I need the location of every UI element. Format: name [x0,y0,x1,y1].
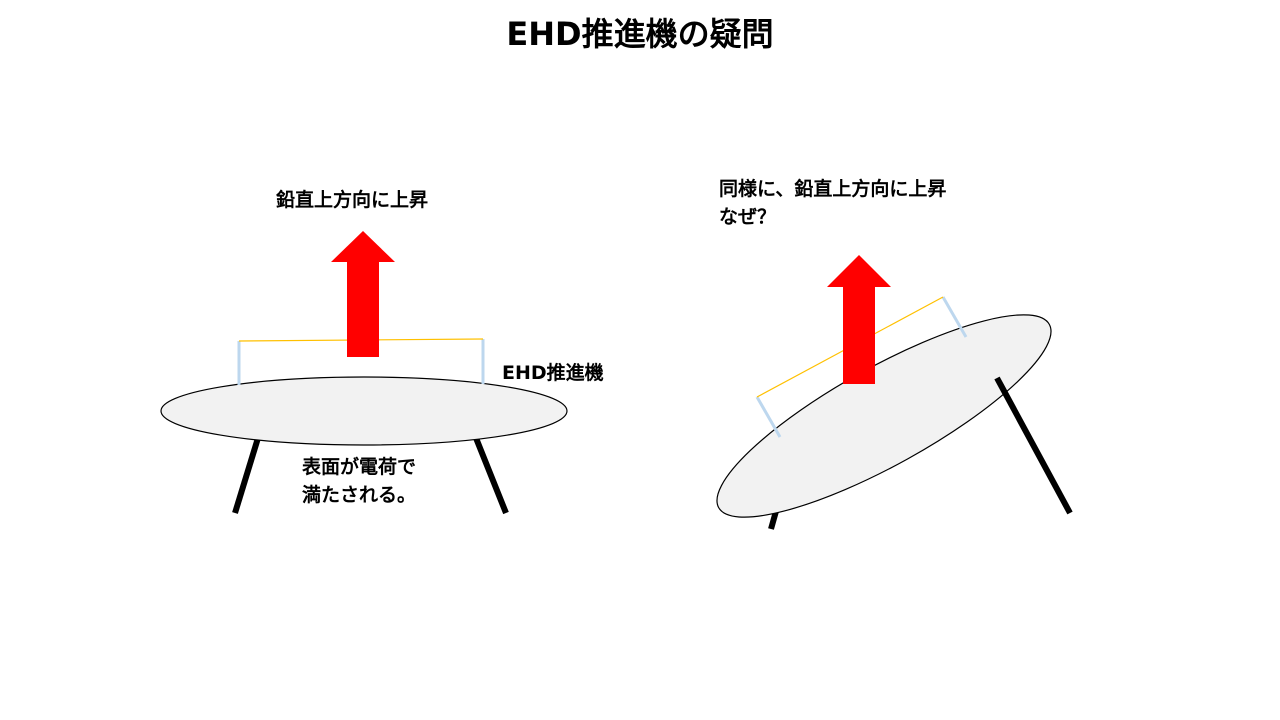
right-leg-right [994,376,1073,515]
right-question-line1: 同様に、鉛直上方向に上昇 [719,178,947,200]
device-label: EHD推進機 [502,362,604,384]
left-leg-front-right [473,436,509,515]
right-electrode-post-left [755,396,782,438]
right-lift-arrow [827,255,891,384]
left-figure [160,231,568,515]
right-question-label: 同様に、鉛直上方向に上昇 なぜ？ [719,175,946,231]
slide-title: EHD推進機の疑問 [506,15,774,53]
right-figure [716,255,1073,530]
left-disc [160,376,568,446]
left-leg-front-left [232,437,261,514]
right-question-line2: なぜ？ [719,206,777,228]
left-lift-arrow [331,231,395,357]
charge-label-line1: 表面が電荷で [302,456,417,478]
charge-label-line2: 満たされる。 [302,484,417,506]
charge-label: 表面が電荷で 満たされる。 [302,453,416,509]
right-electrode-post-right [941,296,968,338]
left-lift-label: 鉛直上方向に上昇 [276,189,429,211]
